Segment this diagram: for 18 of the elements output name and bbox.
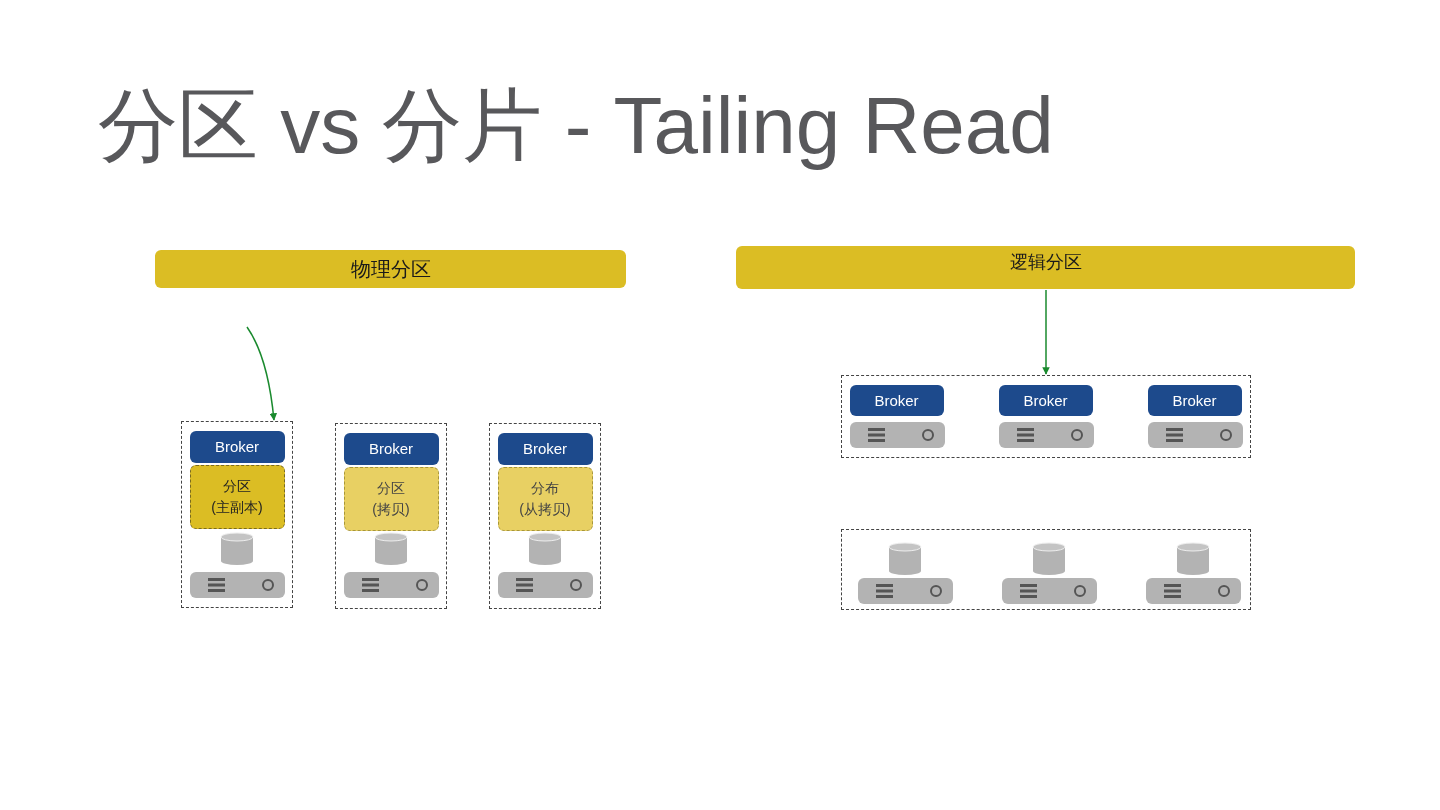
broker-box: Broker: [497, 432, 593, 465]
dashed-group-box: [489, 423, 601, 609]
partition-box: 分布(从拷贝): [497, 466, 593, 531]
partition-box: 分区(主副本): [189, 464, 285, 529]
section-banner: 物理分区: [155, 250, 626, 288]
arrow: [1042, 289, 1050, 375]
broker-box: Broker: [343, 432, 439, 465]
dashed-group-box: [841, 375, 1251, 458]
broker-box: Broker: [189, 430, 285, 463]
dashed-group-box: [181, 421, 293, 608]
dashed-group-box: [335, 423, 447, 609]
broker-box: Broker: [998, 384, 1093, 416]
arrow: [246, 326, 277, 421]
broker-box: Broker: [849, 384, 944, 416]
dashed-group-box: [841, 529, 1251, 610]
section-banner: 逻辑分区: [736, 246, 1355, 289]
partition-box: 分区(拷贝): [343, 466, 439, 531]
broker-box: Broker: [1147, 384, 1242, 416]
